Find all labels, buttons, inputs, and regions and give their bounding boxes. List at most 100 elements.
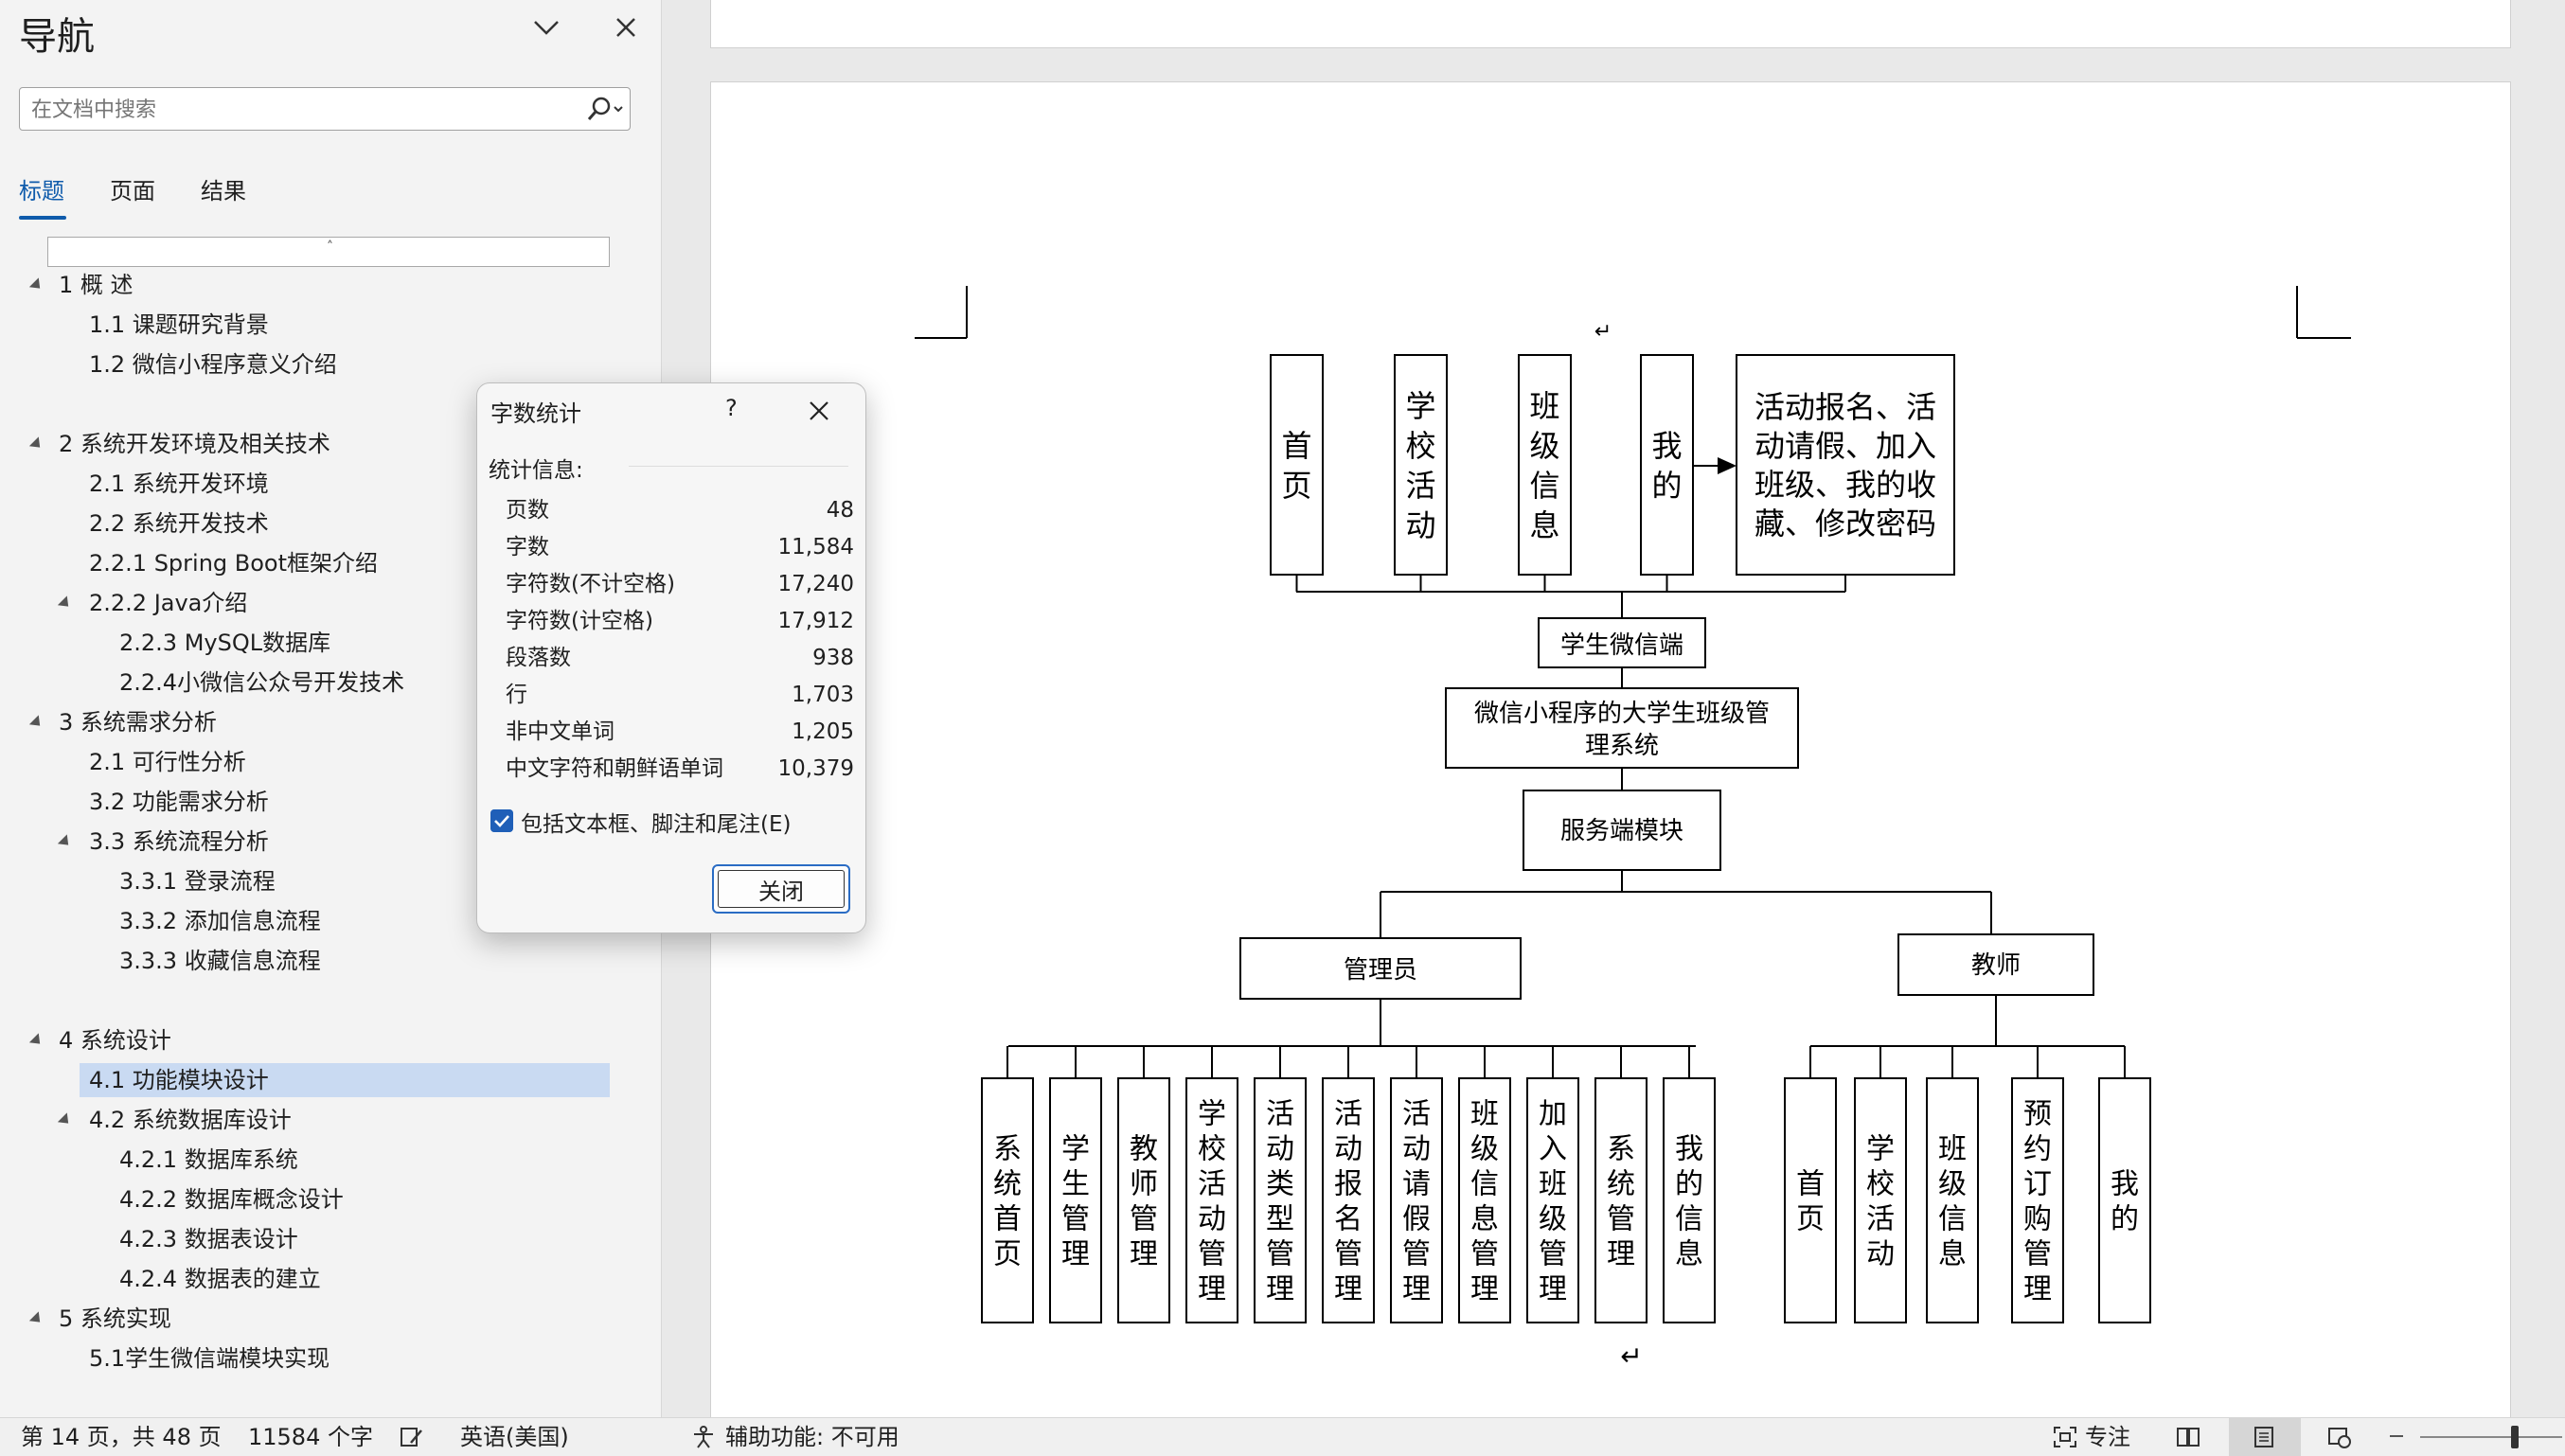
- nav-heading-item[interactable]: 4.2.2 数据库概念设计: [0, 1182, 661, 1216]
- top-module-box: [1640, 354, 1694, 576]
- nav-heading-item[interactable]: 2.2 系统开发技术: [0, 506, 661, 541]
- top-module-label: 我的: [1651, 428, 1682, 504]
- arrow-head: [1718, 457, 1737, 474]
- include-textboxes-checkbox[interactable]: [490, 809, 513, 832]
- nav-heading-label: 4.2.3 数据表设计: [119, 1226, 298, 1252]
- expand-triangle-icon[interactable]: [57, 834, 74, 850]
- nav-heading-item[interactable]: 2.2.4小微信公众号开发技术: [0, 666, 661, 700]
- nav-heading-item[interactable]: 4.2.1 数据库系统: [0, 1143, 661, 1177]
- nav-heading-item[interactable]: 3 系统需求分析: [0, 705, 661, 739]
- expand-triangle-icon[interactable]: [28, 277, 45, 293]
- admin-child-label: 学生管理: [1061, 1133, 1090, 1271]
- teacher-child-label: 学校活动: [1866, 1133, 1895, 1271]
- admin-child-box: [1322, 1077, 1375, 1323]
- expand-triangle-icon[interactable]: [57, 595, 74, 612]
- nav-heading-item[interactable]: 1.1 课题研究背景: [0, 308, 661, 342]
- diagram-text: 学生微信端: [1560, 631, 1683, 660]
- web-layout-icon[interactable]: [2327, 1426, 2352, 1448]
- top-module-box: [1518, 354, 1572, 576]
- admin-node: [1239, 937, 1522, 1000]
- focus-mode-label[interactable]: 专注: [2085, 1424, 2130, 1450]
- stats-section-label: 统计信息:: [489, 458, 583, 483]
- close-icon[interactable]: [610, 11, 642, 44]
- nav-heading-item[interactable]: 4.2.4 数据表的建立: [0, 1262, 661, 1296]
- diagram-text: 服务端模块: [1560, 817, 1683, 845]
- nav-heading-item[interactable]: 2.2.1 Spring Boot框架介绍: [0, 546, 661, 580]
- nav-heading-label: 2.2.1 Spring Boot框架介绍: [89, 550, 379, 577]
- nav-heading-item[interactable]: 2.2.2 Java介绍: [0, 586, 661, 620]
- nav-heading-label: 2.2 系统开发技术: [89, 510, 269, 537]
- nav-heading-item[interactable]: 2.1 可行性分析: [0, 745, 661, 779]
- nav-heading-item[interactable]: 4.2.3 数据表设计: [0, 1222, 661, 1256]
- nav-heading-label: 4.2.2 数据库概念设计: [119, 1186, 344, 1213]
- nav-heading-item[interactable]: 4 系统设计: [0, 1023, 661, 1057]
- search-icon[interactable]: [580, 94, 626, 126]
- nav-heading-label: 1.2 微信小程序意义介绍: [89, 351, 337, 378]
- admin-child-box: [1458, 1077, 1511, 1323]
- zoom-slider-track[interactable]: [2420, 1436, 2562, 1438]
- nav-heading-label: 4.2.4 数据表的建立: [119, 1266, 321, 1292]
- close-button[interactable]: 关闭: [712, 864, 850, 914]
- admin-child-label: 活动报名管理: [1334, 1098, 1363, 1306]
- print-layout-icon[interactable]: [2252, 1426, 2276, 1448]
- diagram-text: 微信小程序的大学生班级管: [1474, 700, 1770, 728]
- top-module-label: 学校活动: [1405, 388, 1435, 543]
- nav-heading-item[interactable]: 3.3 系统流程分析: [0, 825, 661, 859]
- nav-heading-item[interactable]: 3.3.2 添加信息流程: [0, 904, 661, 938]
- accessibility-status[interactable]: 辅助功能: 不可用: [725, 1424, 900, 1450]
- admin-child-box: [1390, 1077, 1443, 1323]
- document-page[interactable]: ↵↵首页学校活动班级信息我的活动报名、活动请假、加入班级、我的收藏、修改密码学生…: [710, 81, 2511, 1428]
- nav-heading-label: 2.2.3 MySQL数据库: [119, 630, 331, 656]
- proofing-icon[interactable]: [400, 1426, 424, 1448]
- nav-scroll-up-bar[interactable]: ˄: [47, 237, 610, 267]
- nav-heading-label: 3.2 功能需求分析: [89, 789, 269, 815]
- language[interactable]: 英语(美国): [460, 1424, 569, 1450]
- page-count[interactable]: 第 14 页，共 48 页: [21, 1424, 222, 1450]
- top-module-label: 班级信息: [1529, 388, 1559, 543]
- nav-heading-item[interactable]: 1 概 述: [0, 268, 661, 302]
- expand-triangle-icon[interactable]: [28, 715, 45, 731]
- admin-child-label: 系统管理: [1607, 1133, 1635, 1271]
- nav-heading-item[interactable]: 5.1学生微信端模块实现: [0, 1341, 661, 1376]
- expand-triangle-icon[interactable]: [57, 1112, 74, 1128]
- stat-value: 11,584: [777, 535, 854, 559]
- nav-heading-item[interactable]: 1.2 微信小程序意义介绍: [0, 347, 661, 382]
- admin-child-label: 加入班级管理: [1539, 1098, 1567, 1306]
- teacher-child-box: [1854, 1077, 1907, 1323]
- nav-heading-label: 2 系统开发环境及相关技术: [59, 431, 330, 457]
- accessibility-icon[interactable]: [691, 1426, 716, 1448]
- top-module-box: [1270, 354, 1324, 576]
- tab-pages[interactable]: 页面: [110, 178, 155, 204]
- nav-heading-item[interactable]: 2 系统开发环境及相关技术: [0, 427, 661, 461]
- zoom-slider-thumb[interactable]: [2511, 1426, 2519, 1448]
- nav-heading-item[interactable]: 3.3.3 收藏信息流程: [0, 944, 661, 978]
- tab-results[interactable]: 结果: [201, 178, 246, 204]
- focus-mode-icon[interactable]: [2053, 1426, 2077, 1448]
- expand-triangle-icon[interactable]: [28, 436, 45, 453]
- include-textboxes-label[interactable]: 包括文本框、脚注和尾注(E): [521, 812, 792, 837]
- nav-heading-item[interactable]: 4.1 功能模块设计: [80, 1063, 610, 1097]
- expand-triangle-icon[interactable]: [28, 1311, 45, 1327]
- search-input[interactable]: [29, 94, 582, 126]
- nav-heading-item[interactable]: 2.1 系统开发环境: [0, 467, 661, 501]
- nav-heading-item[interactable]: 5 系统实现: [0, 1302, 661, 1336]
- admin-child-box: [1663, 1077, 1716, 1323]
- nav-heading-item[interactable]: 2.2.3 MySQL数据库: [0, 626, 661, 660]
- zoom-out-button[interactable]: [2390, 1435, 2403, 1437]
- tab-headings[interactable]: 标题: [19, 178, 64, 204]
- chevron-down-icon[interactable]: [530, 11, 562, 44]
- admin-child-box: [981, 1077, 1034, 1323]
- nav-heading-item[interactable]: 3.3.1 登录流程: [0, 864, 661, 898]
- close-icon[interactable]: [805, 397, 833, 425]
- expand-triangle-icon[interactable]: [28, 1033, 45, 1049]
- word-count[interactable]: 11584 个字: [248, 1424, 373, 1450]
- nav-heading-item[interactable]: 4.2 系统数据库设计: [0, 1103, 661, 1137]
- nav-heading-item[interactable]: 3.2 功能需求分析: [0, 785, 661, 819]
- help-button[interactable]: ?: [725, 395, 738, 421]
- read-mode-icon[interactable]: [2176, 1426, 2200, 1448]
